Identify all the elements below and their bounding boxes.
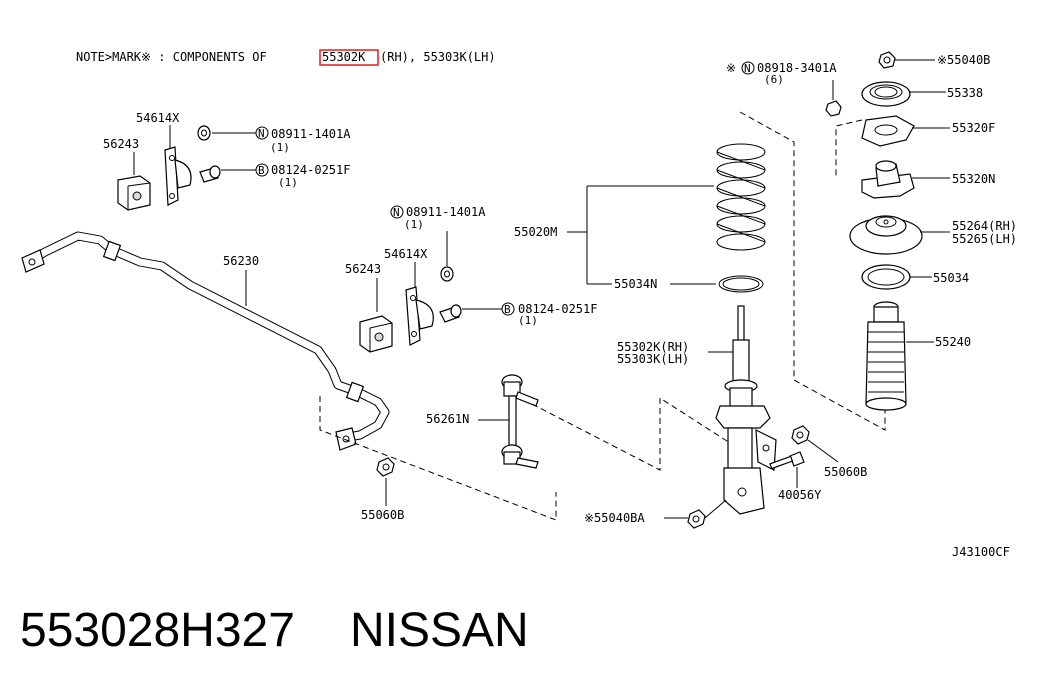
bearing-55338: [861, 81, 911, 107]
stabilizer-bar: [21, 231, 390, 451]
footer-brand: NISSAN: [350, 604, 529, 657]
label-55303k[interactable]: 55303K(LH): [617, 352, 689, 366]
qty-08911-upper: (1): [270, 141, 290, 154]
label-55265[interactable]: 55265(LH): [952, 232, 1017, 246]
spring-seat-55034: [861, 264, 911, 290]
label-55020m[interactable]: 55020M: [514, 225, 557, 239]
n-symbol-lower: N: [393, 206, 400, 219]
footer-part-number: 553028H327: [20, 604, 295, 657]
b-symbol-upper: B: [258, 164, 265, 177]
diagram-reference-code: J43100CF: [952, 545, 1010, 559]
stabilizer-bushing-upper: [117, 175, 151, 211]
guide-link-strut: [531, 397, 745, 471]
strut-assembly[interactable]: [715, 305, 777, 515]
nut-upper: [197, 125, 211, 141]
guide-spring-upper: [739, 111, 886, 431]
stabilizer-link: [501, 374, 539, 469]
n-symbol-08918: N: [744, 62, 751, 75]
nut-55060b-left: [376, 457, 395, 477]
nut-55040b: [878, 51, 896, 69]
label-54614x-lower[interactable]: 54614X: [384, 247, 428, 261]
nut-55040ba: [687, 509, 706, 529]
bolt-upper: [199, 165, 221, 183]
n08918-mark: ※: [726, 61, 736, 75]
label-55040b[interactable]: ※55040B: [937, 53, 990, 67]
note-line: NOTE>MARK※ : COMPONENTS OF 55302K (RH), …: [76, 49, 496, 66]
bound-bumper-55240: [865, 301, 907, 411]
label-08918[interactable]: 08918-3401A: [757, 61, 837, 75]
n-symbol-upper: N: [258, 127, 265, 140]
guide-upper-mount: [835, 119, 863, 178]
bolt-40056y: [769, 451, 805, 470]
plate-55320f: [861, 115, 915, 147]
bushing-clamp-upper: [164, 146, 192, 206]
label-56243-lower[interactable]: 56243: [345, 262, 381, 276]
bushing-clamp-lower: [405, 286, 434, 346]
note-highlight-part[interactable]: 55302K: [322, 50, 366, 64]
note-highlight-box: [319, 49, 379, 66]
label-55338[interactable]: 55338: [947, 86, 983, 100]
qty-08124-upper: (1): [278, 176, 298, 189]
guide-stabilizer-link: [319, 396, 557, 521]
label-08911-upper[interactable]: 08911-1401A: [271, 127, 351, 141]
label-56230[interactable]: 56230: [223, 254, 259, 268]
label-56243-upper[interactable]: 56243: [103, 137, 139, 151]
label-56261n[interactable]: 56261N: [426, 412, 469, 426]
note-suffix: (RH), 55303K(LH): [380, 50, 496, 64]
label-55034[interactable]: 55034: [933, 271, 969, 285]
bushing-group-lower: N 08911-1401A (1) 54614X 56243 B 0: [345, 205, 597, 353]
strut-mount-insulator: [849, 215, 923, 255]
b-symbol-lower: B: [504, 303, 511, 316]
mount-55320n: [861, 160, 915, 199]
label-55240[interactable]: 55240: [935, 335, 971, 349]
label-55034n[interactable]: 55034N: [614, 277, 657, 291]
nut-08918: [825, 100, 842, 117]
coil-spring: [716, 143, 766, 251]
nut-55060b-right: [791, 425, 810, 445]
label-08124-lower[interactable]: 08124-0251F: [518, 302, 597, 316]
bolt-lower: [439, 304, 462, 323]
label-55320f[interactable]: 55320F: [952, 121, 995, 135]
label-55060b-left[interactable]: 55060B: [361, 508, 404, 522]
label-55060b-right[interactable]: 55060B: [824, 465, 867, 479]
label-08124-upper[interactable]: 08124-0251F: [271, 163, 350, 177]
qty-08918: (6): [764, 73, 784, 86]
qty-08911-lower: (1): [404, 218, 424, 231]
label-40056y[interactable]: 40056Y: [778, 488, 822, 502]
bushing-group-upper: 54614X 56243 N 08911-1401A (1): [103, 111, 351, 211]
label-55040ba[interactable]: ※55040BA: [584, 511, 645, 525]
stabilizer-bushing-lower: [359, 315, 393, 353]
label-55264[interactable]: 55264(RH): [952, 219, 1017, 233]
spring-seat-rubber-lower: [718, 275, 764, 293]
label-08911-lower[interactable]: 08911-1401A: [406, 205, 486, 219]
nut-lower: [440, 266, 454, 282]
label-55320n[interactable]: 55320N: [952, 172, 995, 186]
qty-08124-lower: (1): [518, 314, 538, 327]
label-55302k[interactable]: 55302K(RH): [617, 340, 689, 354]
label-54614x-upper[interactable]: 54614X: [136, 111, 180, 125]
note-prefix: NOTE>MARK※ : COMPONENTS OF: [76, 50, 267, 64]
